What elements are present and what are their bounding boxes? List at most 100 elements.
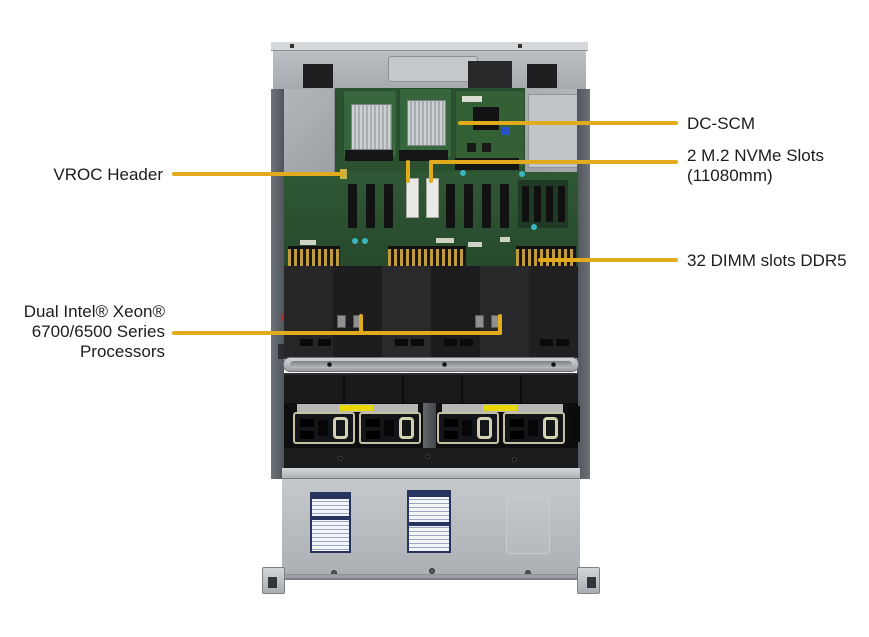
shroud-vent (300, 339, 313, 346)
dimm-label-text: 32 DIMM slots DDR5 (687, 251, 847, 270)
side-wall-latch (278, 344, 287, 359)
crossbar-screw-icon (327, 362, 332, 367)
m2-label-line1: 2 M.2 NVMe Slots (687, 146, 824, 165)
fan-connector (366, 431, 380, 439)
silkscreen-text (468, 242, 482, 247)
callout-label-processors: Dual Intel® Xeon® 6700/6500 Series Proce… (24, 302, 165, 362)
heatsink-left (351, 104, 392, 150)
deck-screw-icon (512, 457, 517, 462)
dcscm-chip-small (467, 143, 476, 152)
capacitor (531, 224, 537, 230)
callout-line-processors-branch1 (359, 314, 363, 335)
mounting-ear-right (577, 567, 600, 594)
warning-sticker (339, 405, 373, 411)
front-panel-bottom-edge (282, 574, 580, 580)
chassis-side-wall-right (577, 89, 590, 479)
fan-hub (528, 420, 538, 436)
dimm-slot-bank (516, 246, 576, 266)
spec-label-divider (312, 516, 349, 520)
psu-module (528, 94, 583, 168)
mcio-slot (464, 184, 473, 228)
silkscreen-text (500, 237, 510, 242)
fan-connector (444, 419, 458, 427)
m2-label-line2: (11080mm) (687, 166, 773, 185)
capacitor (460, 170, 466, 176)
psu-bay-right (523, 89, 586, 172)
air-shroud-row-lower (284, 373, 578, 405)
callout-line-processors (172, 331, 502, 335)
shroud-vent (540, 339, 553, 346)
ear-slot (268, 577, 277, 588)
mcio-slot (446, 184, 455, 228)
shroud-seam (461, 375, 463, 405)
front-divider-bar (282, 468, 580, 479)
fan-bay-latch (569, 406, 580, 442)
silkscreen-text (436, 238, 454, 243)
warning-sticker (483, 405, 517, 411)
cluster-slot (534, 186, 541, 222)
callout-line-dcscm (458, 121, 678, 125)
fan-hub (462, 420, 472, 436)
mounting-ear-left (262, 567, 285, 594)
callout-line-vroc (172, 172, 344, 176)
rear-vent-left (303, 64, 333, 88)
spec-label-header (409, 492, 449, 497)
silkscreen-text (300, 240, 316, 245)
fan-connector (510, 419, 524, 427)
fan-connector (510, 431, 524, 439)
callout-label-dcscm: DC-SCM (687, 114, 755, 134)
fan-connector (366, 419, 380, 427)
rear-handle-recess (388, 56, 478, 82)
fan-module (503, 412, 565, 444)
fan-module (437, 412, 499, 444)
fan-handle (543, 417, 558, 439)
shroud-seam (343, 375, 345, 405)
capacitor (352, 238, 358, 244)
fan-bay-center-pillar (423, 403, 436, 448)
chassis-side-wall-left (271, 89, 284, 479)
front-screw-icon (429, 568, 435, 574)
dimm-slot-bank (388, 246, 466, 266)
spec-label-right (407, 490, 451, 553)
dcscm-sticker (462, 96, 482, 102)
shroud-vent (411, 339, 424, 346)
shroud-latch-clip (337, 315, 346, 328)
fan-handle (477, 417, 492, 439)
rear-screw-icon (518, 44, 522, 48)
chassis-crossbar (283, 357, 579, 372)
mid-deck (284, 448, 578, 468)
deck-screw-icon (338, 456, 343, 461)
fan-module (359, 412, 421, 444)
shroud-seam (520, 375, 522, 405)
shroud-vent (444, 339, 457, 346)
dimm-slot-bank (288, 246, 340, 266)
mcio-slot (500, 184, 509, 228)
air-shroud-panel (480, 266, 529, 358)
dcscm-chip (473, 107, 499, 130)
processors-label-line1: Dual Intel® Xeon® (23, 302, 165, 321)
edge-connector (399, 150, 448, 161)
vroc-label-text: VROC Header (53, 165, 163, 184)
fan-handle (399, 417, 414, 439)
rear-screw-icon (290, 44, 294, 48)
rear-vent-right (527, 64, 557, 88)
shroud-vent (556, 339, 569, 346)
processors-label-line3: Processors (79, 342, 165, 361)
callout-line-processors-branch2 (498, 314, 502, 335)
fan-module (293, 412, 355, 444)
capacitor (362, 238, 368, 244)
spec-label-left (310, 492, 351, 553)
callout-line-m2 (429, 160, 678, 164)
crossbar-groove (290, 361, 572, 368)
dcscm-blue-connector (501, 127, 510, 135)
dcscm-chip-small (482, 143, 491, 152)
fan-connector (444, 431, 458, 439)
crossbar-screw-icon (551, 362, 556, 367)
callout-label-dimm: 32 DIMM slots DDR5 (687, 251, 847, 271)
shroud-latch-clip (475, 315, 484, 328)
chassis-rear-edge (271, 42, 588, 51)
heatsink-center (407, 100, 446, 146)
mcio-slot (482, 184, 491, 228)
